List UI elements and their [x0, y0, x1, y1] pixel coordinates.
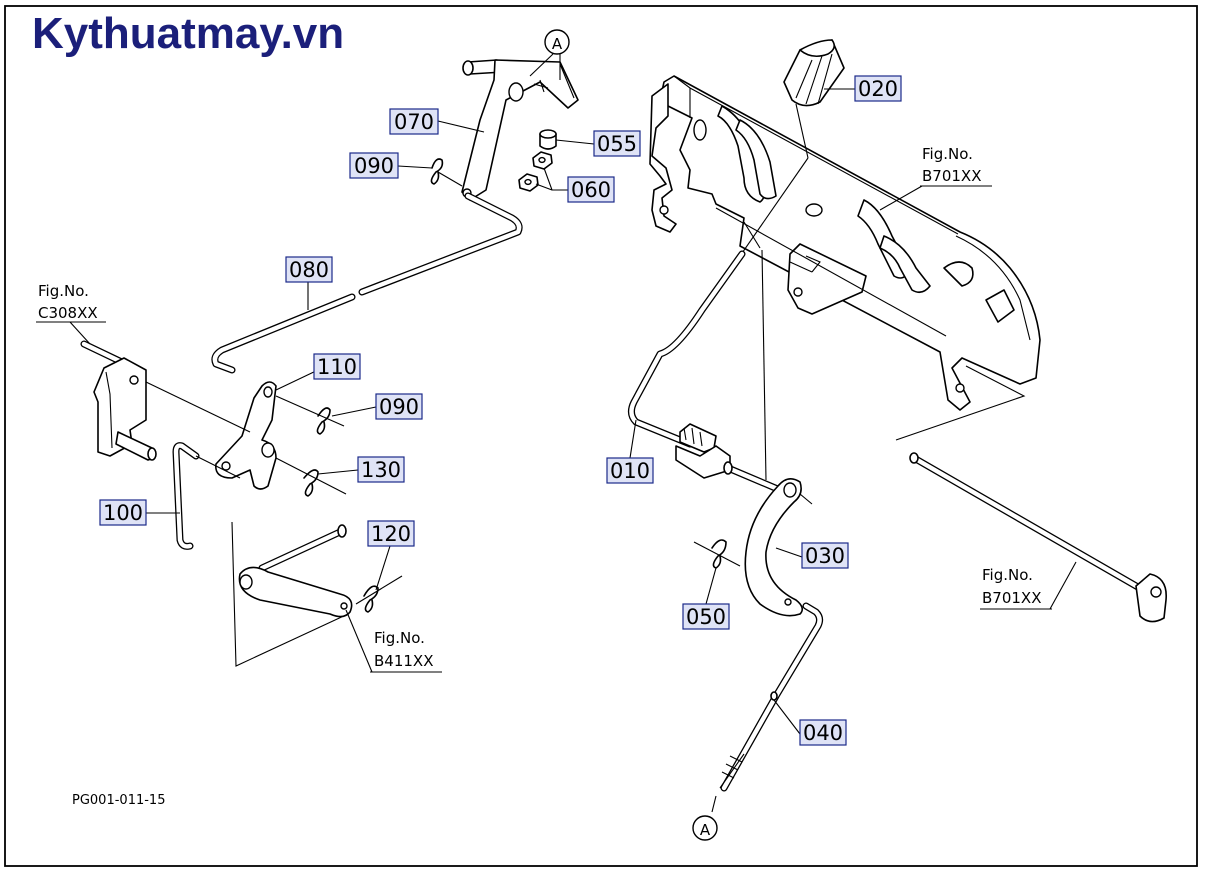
cotter-pin-050 — [693, 539, 741, 569]
brand-logo: Kythuatmay.vn — [32, 9, 344, 58]
svg-text:130: 130 — [361, 458, 401, 482]
svg-text:080: 080 — [289, 258, 329, 282]
nut-060-lower — [518, 173, 539, 192]
part-tag-090-upper[interactable]: 090 — [349, 152, 399, 179]
ref-marker-a-top: A — [529, 29, 570, 80]
svg-text:100: 100 — [103, 501, 143, 525]
bracket-c308 — [80, 340, 157, 461]
svg-text:050: 050 — [686, 605, 726, 629]
svg-text:B411XX: B411XX — [374, 652, 433, 670]
rod-080 — [211, 192, 523, 374]
part-tag-055[interactable]: 055 — [593, 130, 641, 157]
part-tag-070[interactable]: 070 — [389, 108, 439, 135]
part-tag-100[interactable]: 100 — [99, 499, 147, 526]
leader-lines — [69, 88, 1077, 735]
fig-ref-b701-bottom[interactable]: Fig.No. B701XX — [980, 566, 1052, 610]
svg-text:090: 090 — [354, 154, 394, 178]
lever-010 — [627, 249, 784, 494]
link-rod-100 — [172, 442, 241, 550]
part-tag-020[interactable]: 020 — [854, 75, 902, 102]
part-tag-090-lower[interactable]: 090 — [375, 393, 423, 420]
diagram-frame — [4, 5, 1198, 867]
svg-text:055: 055 — [597, 132, 637, 156]
collar-055 — [539, 129, 557, 150]
part-tag-030[interactable]: 030 — [801, 542, 849, 569]
svg-text:020: 020 — [858, 77, 898, 101]
fig-ref-b411[interactable]: Fig.No. B411XX — [370, 629, 442, 673]
shaft-b701 — [895, 365, 1167, 623]
arm-110 — [145, 381, 277, 490]
svg-text:070: 070 — [394, 110, 434, 134]
svg-text:C308XX: C308XX — [38, 304, 98, 322]
cotter-pin-120 — [355, 575, 403, 613]
fig-ref-b701-top[interactable]: Fig.No. B701XX — [920, 145, 992, 187]
part-tag-040[interactable]: 040 — [799, 719, 847, 746]
part-tag-060[interactable]: 060 — [567, 176, 615, 203]
lever-b411 — [231, 521, 353, 667]
svg-text:060: 060 — [571, 178, 611, 202]
svg-text:030: 030 — [805, 544, 845, 568]
svg-text:Fig.No.: Fig.No. — [374, 629, 425, 647]
cotter-pin-090-upper — [430, 158, 463, 187]
svg-text:010: 010 — [610, 459, 650, 483]
svg-text:040: 040 — [803, 721, 843, 745]
cotter-pin-090-lower — [275, 395, 345, 435]
part-tag-010[interactable]: 010 — [606, 457, 654, 484]
svg-text:110: 110 — [317, 355, 357, 379]
part-tag-110[interactable]: 110 — [313, 353, 361, 380]
part-tag-130[interactable]: 130 — [357, 456, 405, 483]
svg-text:120: 120 — [371, 522, 411, 546]
cotter-pin-130 — [275, 457, 347, 497]
nut-060-upper — [532, 151, 553, 170]
part-tag-120[interactable]: 120 — [367, 520, 415, 547]
ref-marker-a-bottom: A — [692, 815, 718, 841]
svg-text:B701XX: B701XX — [922, 167, 981, 185]
svg-text:Fig.No.: Fig.No. — [982, 566, 1033, 584]
svg-text:090: 090 — [379, 395, 419, 419]
svg-text:B701XX: B701XX — [982, 589, 1041, 607]
diagram-code: PG001-011-15 — [72, 793, 165, 808]
arm-030 — [744, 478, 813, 617]
part-tag-050[interactable]: 050 — [682, 603, 730, 630]
svg-text:A: A — [700, 821, 711, 839]
svg-text:A: A — [552, 35, 563, 53]
fig-ref-c308[interactable]: Fig.No. C308XX — [36, 282, 106, 323]
svg-text:Fig.No.: Fig.No. — [922, 145, 973, 163]
guide-plate-b701 — [649, 75, 1041, 411]
part-tag-080[interactable]: 080 — [285, 256, 333, 283]
svg-text:Fig.No.: Fig.No. — [38, 282, 89, 300]
rod-040 — [711, 602, 824, 813]
